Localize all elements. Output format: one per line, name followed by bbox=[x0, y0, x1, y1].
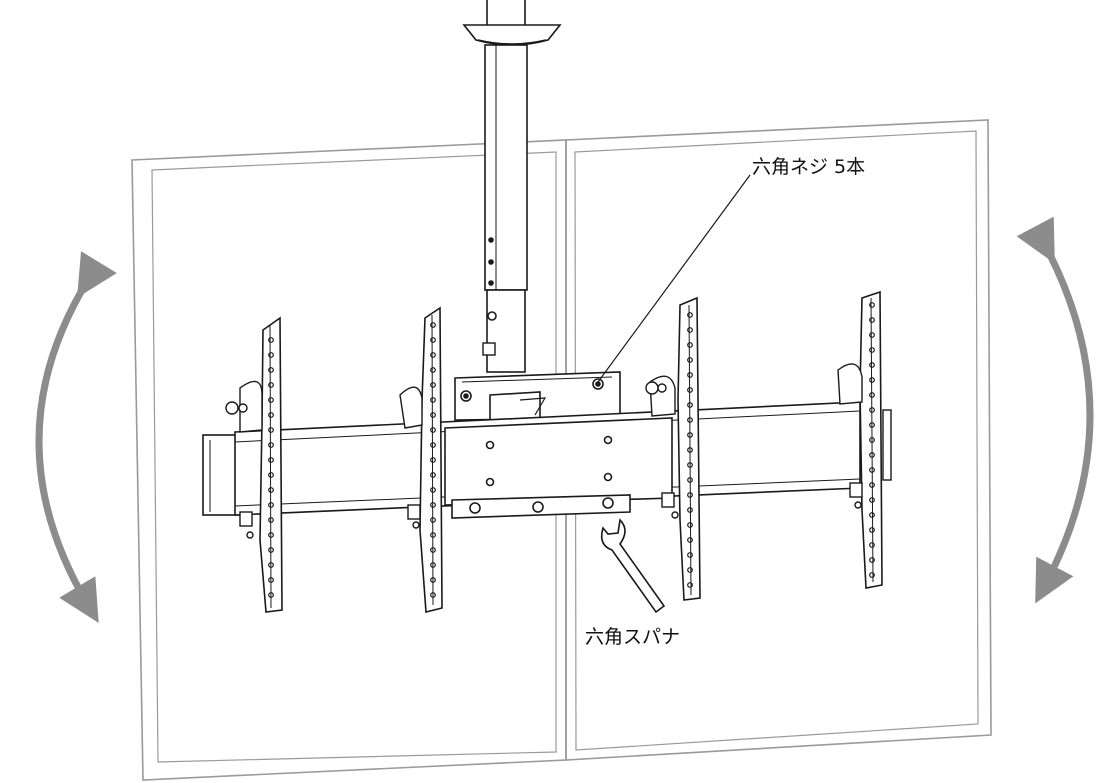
ceiling-pole bbox=[462, 0, 562, 373]
bracket-hooks bbox=[225, 363, 892, 539]
callout-leader-bolts bbox=[597, 174, 751, 383]
bracket-3 bbox=[677, 296, 701, 601]
label-hex-bolts: 六角ネジ 5本 bbox=[752, 156, 866, 178]
center-adapter bbox=[454, 371, 621, 421]
rotate-arrow-left-icon bbox=[35, 251, 117, 624]
hex-wrench-icon bbox=[600, 518, 666, 614]
screen-right bbox=[565, 119, 992, 761]
center-plate bbox=[444, 417, 673, 519]
rotate-arrow-right-icon bbox=[1016, 216, 1094, 604]
bracket-1 bbox=[259, 316, 283, 613]
label-hex-wrench: 六角スパナ bbox=[585, 626, 681, 648]
